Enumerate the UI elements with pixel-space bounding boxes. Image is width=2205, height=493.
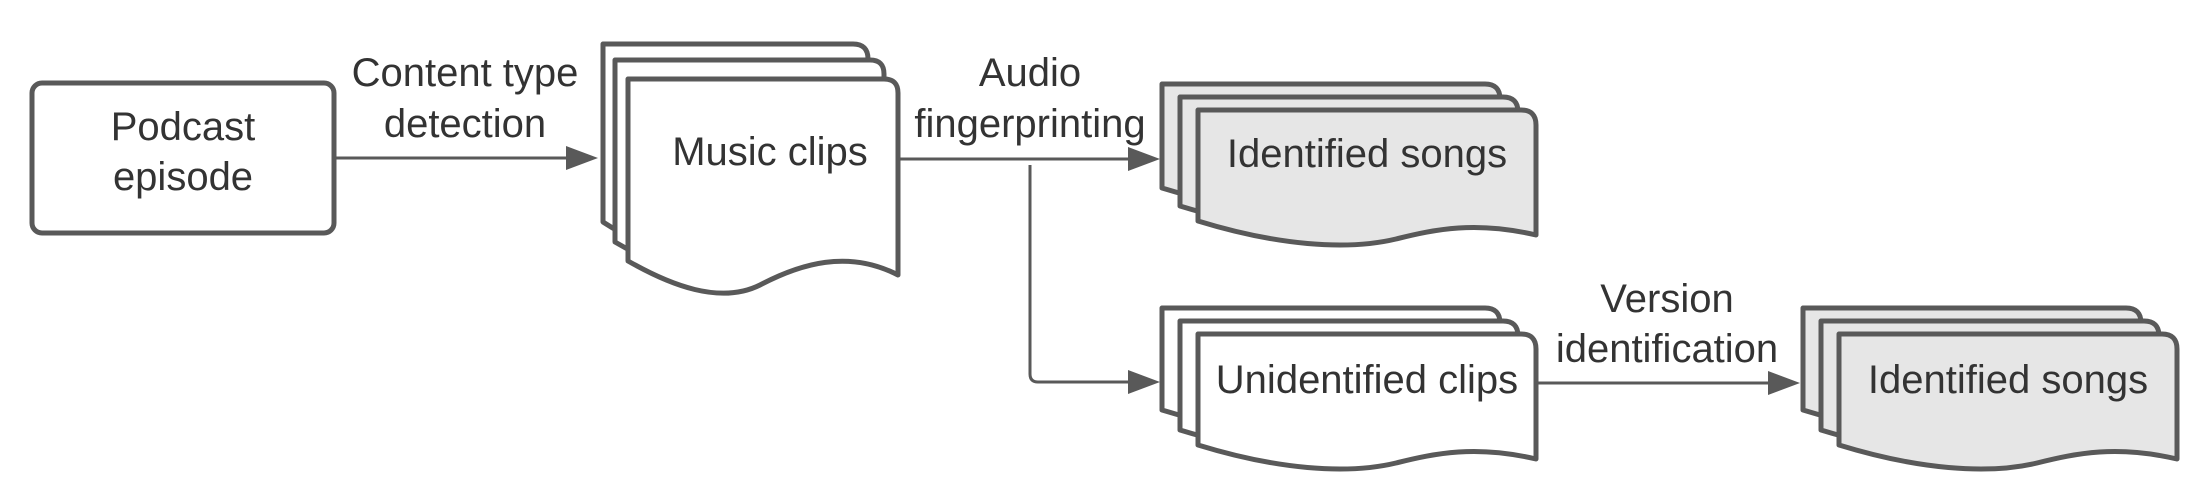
edge-content-type-detection: Content type detection [334, 51, 598, 170]
podcast-episode-node: Podcast episode [29, 80, 337, 236]
content-type-label-line2: detection [384, 102, 546, 146]
identified-songs-top-node: Identified songs [1159, 81, 1539, 248]
identified-songs-top-label: Identified songs [1227, 132, 1507, 176]
edge-version-identification: Version identification [1536, 277, 1800, 395]
arrowhead [566, 146, 598, 170]
content-type-label-line1: Content type [352, 51, 579, 95]
music-clips-node: Music clips [600, 41, 901, 296]
edge-audio-fingerprinting: Audio fingerprinting [898, 51, 1160, 171]
arrowhead [1128, 370, 1160, 394]
version-label-line1: Version [1600, 277, 1733, 321]
identified-songs-bottom-label: Identified songs [1868, 358, 2148, 402]
fingerprinting-label-line2: fingerprinting [914, 102, 1145, 146]
podcast-episode-label-line1: Podcast [111, 105, 256, 149]
identification-label-line2: identification [1556, 327, 1778, 371]
music-clips-label: Music clips [672, 130, 868, 174]
identified-songs-bottom-node: Identified songs [1800, 305, 2180, 472]
unidentified-clips-label: Unidentified clips [1216, 358, 1518, 402]
arrowhead [1128, 147, 1160, 171]
arrowhead [1768, 371, 1800, 395]
audio-label-line1: Audio [979, 51, 1081, 95]
podcast-episode-label-line2: episode [113, 155, 253, 199]
edge-to-unidentified [1028, 165, 1160, 394]
unidentified-clips-node: Unidentified clips [1159, 305, 1539, 472]
